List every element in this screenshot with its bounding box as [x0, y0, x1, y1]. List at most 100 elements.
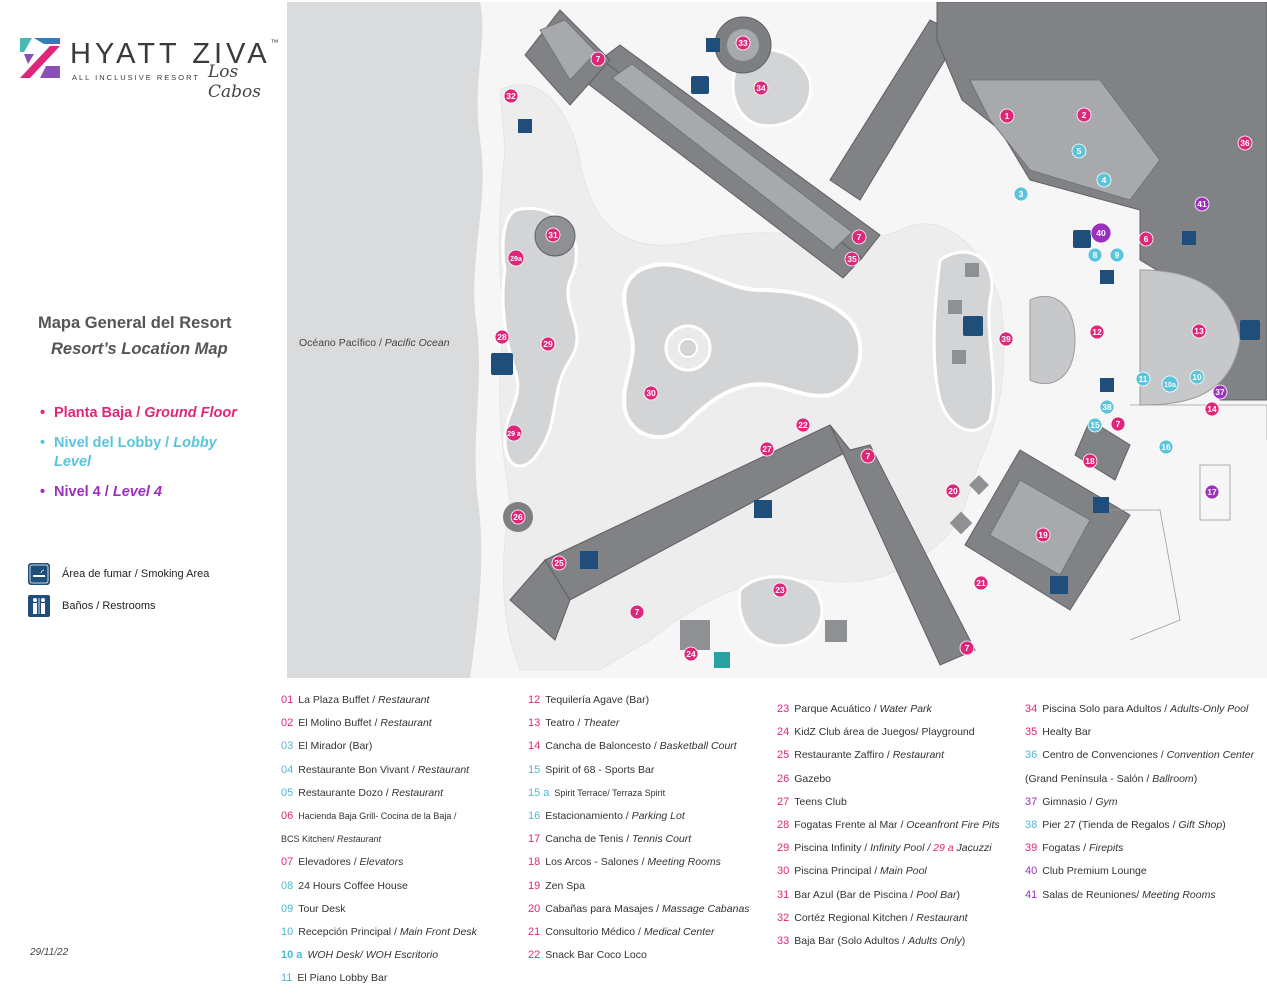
map-marker-label: 7 — [596, 54, 601, 64]
map-marker-30: 30 — [643, 385, 659, 401]
map-marker-label: 1 — [1005, 111, 1010, 121]
map-marker-label: 6 — [1144, 234, 1149, 244]
key-restrooms: Baños / Restrooms — [28, 595, 156, 617]
map-marker-34: 34 — [753, 80, 769, 96]
map-marker-label: 28 — [497, 332, 507, 342]
map-marker-37: 37 — [1212, 384, 1228, 400]
map-marker-12: 12 — [1089, 324, 1105, 340]
map-marker-label: 29a — [510, 256, 522, 263]
map-marker-label: 7 — [635, 607, 640, 617]
key-smoking: Área de fumar / Smoking Area — [28, 563, 209, 585]
map-marker-label: 32 — [506, 91, 516, 101]
map-marker-11: 11 — [1135, 371, 1151, 387]
map-marker-23: 23 — [772, 582, 788, 598]
map-marker-label: 22 — [798, 420, 808, 430]
map-marker-16: 16 — [1158, 439, 1174, 455]
map-marker-label: 29 a — [507, 431, 521, 438]
map-marker-5: 5 — [1071, 143, 1087, 159]
map-marker-17: 17 — [1204, 484, 1220, 500]
map-marker-label: 15 — [1090, 420, 1100, 430]
map-title: Mapa General del Resort — [38, 314, 232, 332]
brand-location: Los Cabos — [208, 62, 261, 102]
map-marker-24: 24 — [683, 646, 699, 662]
map-marker-label: 34 — [756, 83, 766, 93]
map-marker-label: 12 — [1092, 327, 1102, 337]
level-key: •Planta Baja / Ground Floor •Nivel del L… — [38, 404, 238, 513]
map-marker-36: 36 — [1237, 135, 1253, 151]
map-marker-25: 25 — [551, 555, 567, 571]
map-marker-label: 31 — [548, 230, 558, 240]
map-marker-15: 15 — [1087, 417, 1103, 433]
smoking-area-icon — [28, 563, 50, 585]
map-marker-label: 16 — [1161, 442, 1171, 452]
map-marker-32: 32 — [503, 88, 519, 104]
restroom-icon — [28, 595, 50, 617]
map-marker-29a: 29 a — [505, 424, 523, 442]
legend-item: (Grand Península - Salón / Ballroom) — [1025, 772, 1198, 785]
brand-tagline: ALL INCLUSIVE RESORT — [72, 73, 200, 82]
map-marker-28: 28 — [494, 329, 510, 345]
map-marker-label: 21 — [976, 578, 986, 588]
map-marker-7: 7 — [629, 604, 645, 620]
brand-name: HYATT ZIVA™ — [70, 38, 279, 70]
main-pool — [622, 262, 863, 440]
map-marker-label: 38 — [1102, 402, 1112, 412]
map-smoking-icons — [491, 76, 1260, 375]
map-marker-label: 26 — [513, 512, 523, 522]
map-marker-label: 37 — [1215, 387, 1225, 397]
map-marker-label: 25 — [554, 558, 564, 568]
map-marker-label: 40 — [1096, 228, 1106, 238]
map-marker-3: 3 — [1013, 186, 1029, 202]
hyatt-ziva-logo: HYATT ZIVA™ ALL INCLUSIVE RESORT Los Cab… — [20, 38, 285, 102]
map-marker-label: 10a — [1164, 382, 1176, 389]
map-marker-7: 7 — [860, 448, 876, 464]
map-marker-label: 33 — [738, 38, 748, 48]
map-marker-29: 29 — [540, 336, 556, 352]
map-marker-39: 39 — [998, 331, 1014, 347]
map-marker-label: 29 — [543, 339, 553, 349]
map-marker-label: 4 — [1102, 175, 1107, 185]
map-marker-label: 10 — [1192, 372, 1202, 382]
legend-item: BCS Kitchen/ Restaurant — [281, 834, 382, 845]
map-marker-40: 40 — [1090, 222, 1112, 244]
map-marker-31: 31 — [545, 227, 561, 243]
map-marker-41: 41 — [1194, 196, 1210, 212]
map-marker-7: 7 — [959, 640, 975, 656]
map-marker-38: 38 — [1099, 399, 1115, 415]
ocean-label: Océano Pacífico / Pacific Ocean — [299, 337, 450, 349]
map-marker-10a: 10a — [1161, 375, 1179, 393]
level-ground: •Planta Baja / Ground Floor — [40, 405, 237, 421]
map-marker-4: 4 — [1096, 172, 1112, 188]
map-marker-label: 36 — [1240, 138, 1250, 148]
map-subtitle: Resort’s Location Map — [51, 340, 228, 358]
